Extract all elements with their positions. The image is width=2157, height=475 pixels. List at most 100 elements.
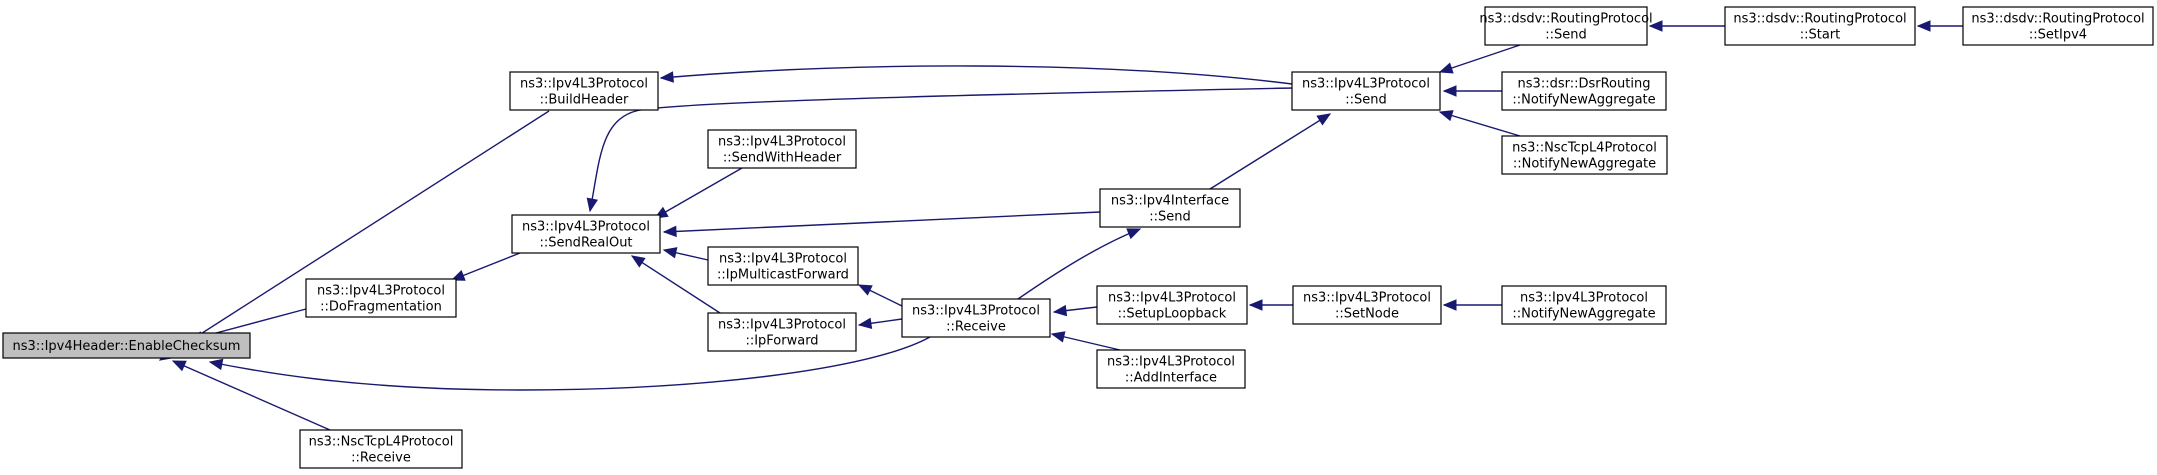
- node-box[interactable]: [1292, 285, 1442, 325]
- node-box[interactable]: [1099, 188, 1241, 228]
- node-label-line: ns3::Ipv4L3Protocol: [1107, 355, 1235, 370]
- node-box[interactable]: [1501, 285, 1667, 325]
- edge-line: [1439, 44, 1521, 73]
- node-box[interactable]: [901, 298, 1051, 338]
- node-box[interactable]: [1962, 6, 2154, 46]
- arrowhead-icon: [1052, 304, 1068, 317]
- edge-line: [589, 87, 1293, 212]
- node-label-line: ::Send: [1345, 93, 1387, 108]
- node-label-line: ::SendRealOut: [539, 236, 632, 251]
- node-box[interactable]: [1096, 349, 1246, 389]
- node-box[interactable]: [707, 246, 859, 286]
- node-dsrnna[interactable]: ns3::dsr::DsrRouting::NotifyNewAggregate: [1501, 71, 1667, 111]
- node-label-line: ::Receive: [946, 320, 1006, 335]
- arrowhead-icon: [1126, 228, 1142, 240]
- node-l3nna[interactable]: ns3::Ipv4L3Protocol::NotifyNewAggregate: [1501, 285, 1667, 325]
- node-ipf[interactable]: ns3::Ipv4L3Protocol::IpForward: [707, 312, 857, 352]
- node-label-line: ::IpForward: [745, 334, 818, 349]
- node-swh[interactable]: ns3::Ipv4L3Protocol::SendWithHeader: [707, 129, 857, 169]
- nodes-layer: ns3::Ipv4Header::EnableChecksumns3::Ipv4…: [2, 6, 2154, 469]
- node-box[interactable]: [1501, 71, 1667, 111]
- edge-line: [159, 110, 550, 361]
- node-label-line: ns3::dsr::DsrRouting: [1518, 77, 1651, 92]
- node-nscrx[interactable]: ns3::NscTcpL4Protocol::Receive: [299, 429, 463, 469]
- node-box[interactable]: [509, 71, 659, 111]
- node-setlb[interactable]: ns3::Ipv4L3Protocol::SetupLoopback: [1096, 285, 1248, 325]
- node-ifsend[interactable]: ns3::Ipv4Interface::Send: [1099, 188, 1241, 228]
- node-label-line: ::IpMulticastForward: [717, 268, 849, 283]
- node-label-line: ns3::Ipv4L3Protocol: [1108, 291, 1236, 306]
- node-box[interactable]: [305, 278, 457, 318]
- node-label-line: ns3::Ipv4L3Protocol: [718, 318, 846, 333]
- arrowhead-icon: [1438, 110, 1454, 122]
- arrowhead-icon: [662, 225, 677, 238]
- node-label-line: ::SetIpv4: [2029, 28, 2087, 43]
- node-box[interactable]: [1724, 6, 1916, 46]
- node-label-line: ns3::Ipv4Interface: [1111, 194, 1229, 209]
- edge-dsdvsetipv4-to-dsdvstart: [1916, 20, 1963, 32]
- node-box[interactable]: [1291, 71, 1441, 111]
- edge-line: [660, 65, 1293, 85]
- arrowhead-icon: [857, 317, 873, 329]
- node-dsdvsend[interactable]: ns3::dsdv::RoutingProtocol::Send: [1479, 6, 1653, 46]
- node-label-line: ns3::Ipv4L3Protocol: [718, 135, 846, 150]
- node-label-line: ns3::NscTcpL4Protocol: [1512, 141, 1657, 156]
- node-addif[interactable]: ns3::Ipv4L3Protocol::AddInterface: [1096, 349, 1246, 389]
- arrowhead-icon: [1916, 20, 1931, 32]
- edge-line: [1209, 113, 1331, 190]
- edge-dsdvsend-to-l3send: [1438, 44, 1521, 74]
- node-label-line: ns3::Ipv4L3Protocol: [522, 220, 650, 235]
- arrowhead-icon: [450, 270, 466, 281]
- node-build[interactable]: ns3::Ipv4L3Protocol::BuildHeader: [509, 71, 659, 111]
- node-box[interactable]: [1501, 135, 1668, 175]
- node-box[interactable]: [1484, 6, 1648, 46]
- node-label-line: ns3::Ipv4L3Protocol: [1303, 291, 1431, 306]
- arrowhead-icon: [857, 284, 873, 296]
- node-label-line: ::SendWithHeader: [723, 151, 842, 166]
- edge-nscnna-to-l3send: [1438, 110, 1521, 137]
- arrowhead-icon: [659, 71, 674, 83]
- edge-line: [1017, 228, 1141, 300]
- arrowhead-icon: [1248, 299, 1263, 311]
- edge-swh-to-sro: [653, 167, 743, 219]
- node-box[interactable]: [707, 312, 857, 352]
- node-recv[interactable]: ns3::Ipv4L3Protocol::Receive: [901, 298, 1051, 338]
- node-box[interactable]: [299, 429, 463, 469]
- node-box[interactable]: [707, 129, 857, 169]
- node-l3send[interactable]: ns3::Ipv4L3Protocol::Send: [1291, 71, 1441, 111]
- node-nscnna[interactable]: ns3::NscTcpL4Protocol::NotifyNewAggregat…: [1501, 135, 1668, 175]
- edge-addif-to-recv: [1050, 331, 1121, 351]
- node-label-line: ns3::dsdv::RoutingProtocol: [1479, 12, 1652, 27]
- arrowhead-icon: [1442, 85, 1457, 97]
- edge-recv-to-root: [208, 336, 931, 391]
- edge-dsrnna-to-l3send: [1442, 85, 1502, 97]
- node-box[interactable]: [511, 214, 661, 254]
- arrowhead-icon: [586, 197, 598, 213]
- edge-line: [209, 336, 931, 391]
- node-dofrag[interactable]: ns3::Ipv4L3Protocol::DoFragmentation: [305, 278, 457, 318]
- edge-ifsend-to-sro: [662, 211, 1101, 238]
- node-box[interactable]: [1096, 285, 1248, 325]
- node-root[interactable]: ns3::Ipv4Header::EnableChecksum: [2, 332, 251, 359]
- node-sro[interactable]: ns3::Ipv4L3Protocol::SendRealOut: [511, 214, 661, 254]
- node-label-line: ns3::Ipv4L3Protocol: [719, 252, 847, 267]
- edge-ifsend-to-l3send: [1209, 113, 1332, 190]
- node-box[interactable]: [2, 332, 251, 359]
- node-label-line: ::BuildHeader: [540, 93, 629, 108]
- node-dsdvstart[interactable]: ns3::dsdv::RoutingProtocol::Start: [1724, 6, 1916, 46]
- edge-build-to-root: [158, 110, 550, 361]
- node-label-line: ns3::dsdv::RoutingProtocol: [1733, 12, 1906, 27]
- edges-layer: [158, 20, 1963, 431]
- node-label-line: ::NotifyNewAggregate: [1513, 157, 1656, 172]
- node-dsdvsetipv4[interactable]: ns3::dsdv::RoutingProtocol::SetIpv4: [1962, 6, 2154, 46]
- node-label-line: ns3::Ipv4L3Protocol: [520, 77, 648, 92]
- node-label-line: ::NotifyNewAggregate: [1512, 93, 1655, 108]
- edge-recv-to-ifsend: [1017, 228, 1142, 300]
- node-label-line: ::Start: [1800, 28, 1841, 43]
- arrowhead-icon: [1438, 62, 1454, 74]
- node-ipmf[interactable]: ns3::Ipv4L3Protocol::IpMulticastForward: [707, 246, 859, 286]
- node-setnode[interactable]: ns3::Ipv4L3Protocol::SetNode: [1292, 285, 1442, 325]
- edge-line: [663, 211, 1101, 233]
- edge-line: [1439, 111, 1521, 137]
